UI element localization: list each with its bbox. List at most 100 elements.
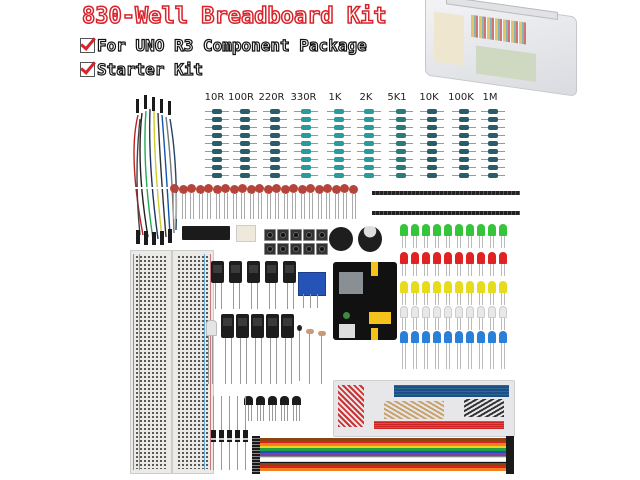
leg [435, 293, 436, 305]
resistor [481, 148, 505, 156]
resistor [233, 164, 257, 172]
resistor [327, 156, 351, 164]
diode [227, 430, 232, 442]
leg [292, 193, 293, 219]
resistor [481, 172, 505, 180]
leg [231, 338, 232, 384]
leg [190, 193, 191, 219]
led [488, 224, 496, 236]
ceramic-capacitor [212, 185, 222, 194]
transistor [244, 396, 253, 405]
led [477, 252, 485, 264]
resistor [263, 108, 287, 116]
resistor-label: 1K [328, 92, 342, 103]
electrolytic-capacitor [281, 314, 294, 338]
resistor [205, 124, 229, 132]
leg [504, 264, 505, 276]
led [411, 281, 419, 293]
leg [405, 236, 406, 248]
pin-header-strip [372, 188, 520, 198]
leg [402, 343, 403, 369]
led [444, 252, 452, 264]
resistor [233, 116, 257, 124]
led [488, 281, 496, 293]
led [477, 306, 485, 318]
leg [405, 264, 406, 276]
leg [173, 193, 174, 219]
ceramic-capacitor [289, 184, 298, 193]
resistor [357, 132, 381, 140]
led [455, 252, 463, 264]
leg [413, 318, 414, 330]
leg [208, 334, 209, 384]
leg [416, 236, 417, 248]
transistor [256, 396, 265, 405]
ceramic-capacitor [195, 185, 205, 194]
leg [490, 318, 491, 330]
leg [501, 318, 502, 330]
leg [493, 293, 494, 305]
led [466, 281, 474, 293]
diode [235, 430, 240, 442]
resistor [205, 164, 229, 172]
optocoupler [236, 225, 256, 242]
resistor [452, 116, 476, 124]
resistor [263, 116, 287, 124]
led [455, 281, 463, 293]
leg [413, 343, 414, 369]
resistor [481, 108, 505, 116]
leg [490, 293, 491, 305]
leg [501, 264, 502, 276]
led [411, 224, 419, 236]
resistor [294, 140, 318, 148]
leg [275, 283, 276, 309]
leg [457, 318, 458, 330]
resistor [420, 164, 444, 172]
resistor [263, 164, 287, 172]
breadboard-left-half [130, 250, 172, 474]
electrolytic-capacitor [266, 314, 279, 338]
leg [416, 343, 417, 369]
leg [227, 193, 228, 219]
electrolytic-capacitor [265, 261, 278, 283]
leg [460, 236, 461, 248]
resistor [205, 156, 229, 164]
resistor [389, 164, 413, 172]
leg [504, 236, 505, 248]
led [400, 281, 408, 293]
leg [261, 338, 262, 384]
breadboard-power-supply [333, 262, 397, 340]
leg [416, 264, 417, 276]
resistor [327, 172, 351, 180]
leg [479, 293, 480, 305]
electrolytic-capacitor [211, 261, 224, 283]
leg [221, 283, 222, 309]
tactile-button [277, 229, 289, 241]
pin-header-strip [372, 208, 520, 218]
rgb-led [206, 320, 217, 336]
ceramic-capacitor [340, 184, 349, 193]
leg [413, 264, 414, 276]
leg [326, 193, 327, 219]
resistor [452, 148, 476, 156]
resistor [233, 148, 257, 156]
pot-leg [310, 294, 311, 308]
leg [405, 343, 406, 369]
leg [303, 193, 305, 219]
resistor-column [263, 108, 287, 183]
resistor [294, 132, 318, 140]
led [433, 306, 441, 318]
led [411, 306, 419, 318]
leg [471, 343, 472, 369]
leg [275, 405, 276, 421]
leg [446, 236, 447, 248]
leg [438, 236, 439, 248]
resistor [420, 156, 444, 164]
leg [329, 193, 330, 219]
leg [309, 334, 310, 384]
leg [284, 405, 285, 421]
leg [446, 343, 447, 369]
led [411, 252, 419, 264]
resistor [327, 116, 351, 124]
resistor [420, 140, 444, 148]
